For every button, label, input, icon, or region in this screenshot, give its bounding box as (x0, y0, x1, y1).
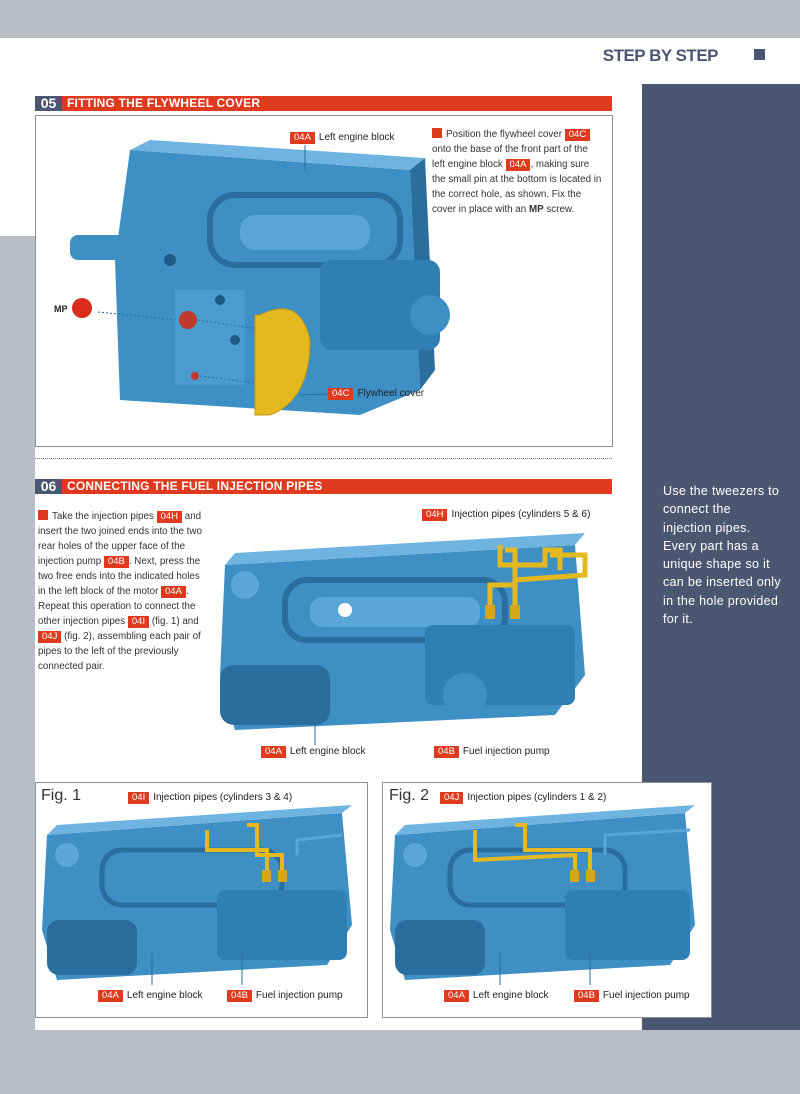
label-text: Injection pipes (cylinders 1 & 2) (467, 792, 607, 803)
instr-text: Position the flywheel cover (446, 129, 562, 140)
section-divider (35, 458, 612, 459)
left-margin-band (0, 236, 35, 776)
bottom-band (0, 1030, 800, 1094)
label-text: Flywheel cover (357, 388, 425, 399)
label-text: Injection pipes (cylinders 3 & 4) (153, 792, 293, 803)
tag-04i: 04I (128, 792, 150, 804)
label-text: Fuel injection pump (255, 990, 343, 1001)
tag-04a: 04A (444, 990, 469, 1002)
label-text: Left engine block (126, 990, 203, 1001)
flywheel-engine-illustration (70, 140, 450, 416)
instr-text: (fig. 1) and (151, 616, 199, 627)
tag-04h: 04H (422, 509, 448, 521)
label-text: Left engine block (289, 746, 366, 757)
header-title-part2: BY STEP (649, 46, 718, 65)
label-text: Fuel injection pump (602, 990, 690, 1001)
section-06-bar (35, 479, 612, 494)
section-05-instruction: Position the flywheel cover 04C onto the… (432, 127, 602, 217)
tag-04j: 04J (38, 631, 62, 643)
instr-text: and insert the two joined ends into the … (38, 511, 202, 567)
section-05-number: 05 (35, 96, 62, 111)
instr-text: Take the injection pipes (52, 511, 154, 522)
instr-bold-mp: MP (528, 204, 544, 215)
section-06-number: 06 (35, 479, 62, 494)
fig1-engine-illustration (42, 805, 352, 985)
section-05-title: FITTING THE FLYWHEEL COVER (67, 96, 261, 110)
section-06-title: CONNECTING THE FUEL INJECTION PIPES (67, 479, 323, 493)
tag-04a: 04A (161, 586, 186, 598)
section-05-bar (35, 96, 612, 111)
instr-text: . Next, press the two free ends into the… (38, 556, 201, 597)
tag-04b: 04B (103, 556, 129, 568)
tag-04h: 04H (156, 511, 183, 523)
instr-text: (fig. 2), assembling each pair of pipes … (38, 631, 201, 672)
sidebar-tip: Use the tweezers to connect the injectio… (663, 484, 781, 627)
instr-text: screw. (546, 204, 575, 215)
header-square-icon (754, 49, 765, 60)
tag-04a: 04A (290, 132, 315, 144)
tag-04b: 04B (574, 990, 599, 1002)
tag-04c: 04C (564, 129, 591, 141)
tag-04a: 04A (98, 990, 123, 1002)
tag-04i: 04I (127, 616, 150, 628)
tag-04a: 04A (261, 746, 286, 758)
label-text: Fuel injection pump (462, 746, 550, 757)
label-text: Left engine block (472, 990, 549, 1001)
left-margin-band-lower (0, 776, 35, 1031)
header-title-part1: STEP (602, 46, 646, 65)
section-06-instruction: Take the injection pipes 04H and insert … (38, 509, 204, 674)
label-text: Injection pipes (cylinders 5 & 6) (451, 509, 591, 520)
fig2-engine-illustration (390, 805, 695, 985)
label-text: Left engine block (318, 132, 395, 143)
fig2-title: Fig. 2 (389, 787, 430, 804)
tag-04j: 04J (440, 792, 464, 804)
fig1-title: Fig. 1 (41, 787, 82, 804)
bullet-square-icon (432, 128, 442, 138)
instr-text: onto the base of the front part of the l… (432, 144, 588, 170)
tag-04b: 04B (227, 990, 252, 1002)
instr-text: , making sure the small pin at the botto… (432, 159, 602, 215)
instr-text: . Repeat this operation to connect the o… (38, 586, 196, 627)
tag-04a: 04A (505, 159, 531, 171)
label-mp-screw: MP (54, 304, 68, 314)
injection-engine-illustration (220, 533, 588, 745)
page-header-title: STEP BY STEP (602, 46, 719, 66)
tag-04b: 04B (434, 746, 459, 758)
tag-04c: 04C (328, 388, 354, 400)
top-band (0, 0, 800, 38)
bullet-square-icon (38, 510, 48, 520)
